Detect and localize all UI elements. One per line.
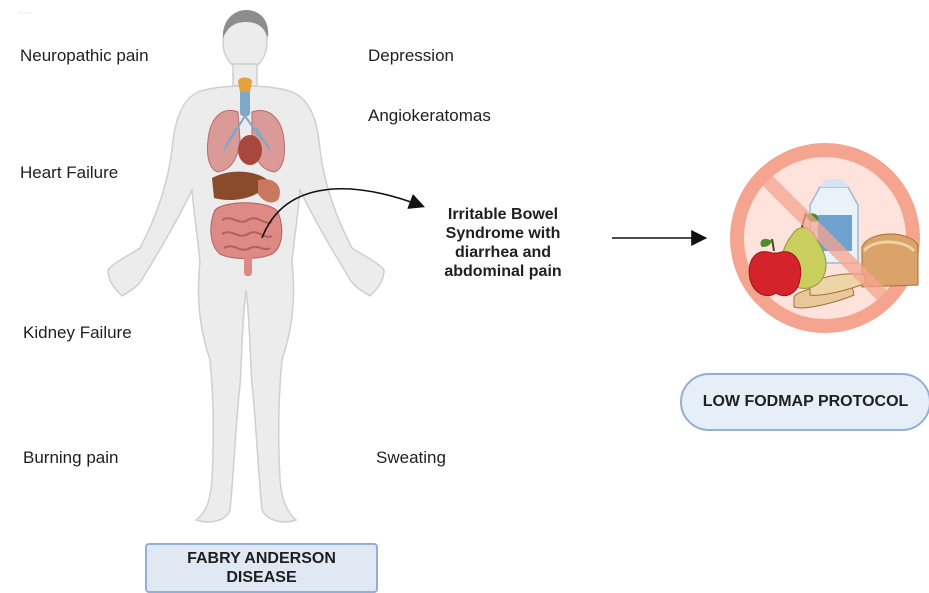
ibs-label: Irritable Bowel Syndrome with diarrhea a… bbox=[418, 205, 588, 281]
ibs-line-1: Irritable Bowel bbox=[418, 205, 588, 224]
disease-line-2: DISEASE bbox=[147, 568, 376, 587]
disease-line-1: FABRY ANDERSON bbox=[147, 549, 376, 568]
ibs-line-2: Syndrome with bbox=[418, 224, 588, 243]
fabry-anderson-disease-box: FABRY ANDERSON DISEASE bbox=[145, 543, 378, 593]
no-food-icon bbox=[722, 135, 929, 345]
low-fodmap-protocol-badge: LOW FODMAP PROTOCOL bbox=[680, 373, 929, 431]
ibs-line-4: abdominal pain bbox=[418, 262, 588, 281]
ibs-line-3: diarrhea and bbox=[418, 243, 588, 262]
